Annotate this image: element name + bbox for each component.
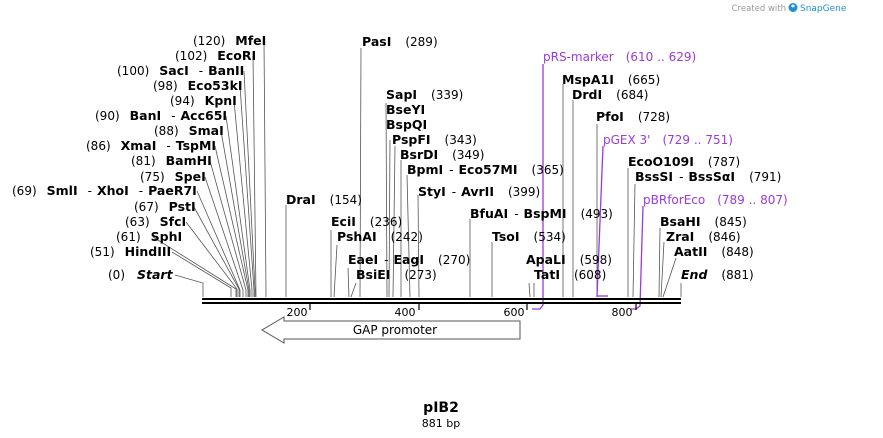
site-connectors bbox=[152, 40, 682, 298]
site-spei[interactable]: (75)SpeI bbox=[140, 169, 206, 184]
brand-text: SnapGene bbox=[800, 4, 847, 14]
plasmid-name: pIB2 bbox=[423, 400, 459, 416]
site-zrai[interactable]: ZraI(846) bbox=[666, 229, 741, 244]
site-eaei-eagi[interactable]: EaeI-EagI(270) bbox=[348, 252, 470, 267]
site-tsoi[interactable]: TsoI(534) bbox=[492, 229, 566, 244]
gap-promoter-feature[interactable] bbox=[261, 316, 521, 344]
site-saci-banii[interactable]: (100)SacI-BanII bbox=[117, 63, 244, 78]
site-bsahi[interactable]: BsaHI(845) bbox=[660, 214, 747, 229]
site-apali[interactable]: ApaLI(598) bbox=[526, 252, 612, 267]
site-bpmi-eco57mi[interactable]: BpmI-Eco57MI(365) bbox=[407, 162, 564, 177]
site-bsiei[interactable]: BsiEI(273) bbox=[356, 267, 437, 282]
site-bsrdi[interactable]: BsrDI(349) bbox=[400, 147, 484, 162]
ruler-tick-600: 600 bbox=[504, 306, 525, 319]
site-pasi[interactable]: PasI(289) bbox=[362, 34, 438, 49]
ruler bbox=[309, 303, 637, 310]
site-psti[interactable]: (67)PstI bbox=[134, 199, 196, 214]
site-smli-xhoi-paer7i[interactable]: (69)SmlI-XhoI-PaeR7I bbox=[12, 183, 197, 198]
credit-text: Created with bbox=[732, 4, 786, 14]
site-hindiii[interactable]: (51)HindIII bbox=[90, 244, 171, 259]
ruler-tick-200: 200 bbox=[287, 306, 308, 319]
site-bfuai-bspmi[interactable]: BfuAI-BspMI(493) bbox=[470, 206, 613, 221]
primer-connectors bbox=[532, 64, 644, 310]
site-xmai-tspmi[interactable]: (86)XmaI-TspMI bbox=[86, 138, 216, 153]
site-pshai[interactable]: PshAI(242) bbox=[337, 229, 423, 244]
site-end[interactable]: End(881) bbox=[681, 267, 754, 282]
site-kpni[interactable]: (94)KpnI bbox=[170, 93, 237, 108]
site-styi-avrii[interactable]: StyI-AvrII(399) bbox=[418, 184, 540, 199]
site-pfoi[interactable]: PfoI(728) bbox=[596, 109, 670, 124]
site-bani-acc65i[interactable]: (90)BanI-Acc65I bbox=[95, 108, 227, 123]
plasmid-length: 881 bp bbox=[422, 417, 460, 430]
site-sphi[interactable]: (61)SphI bbox=[116, 229, 182, 244]
gap-promoter-label: GAP promoter bbox=[353, 323, 437, 337]
site-mfei[interactable]: (120)MfeI bbox=[193, 33, 266, 48]
site-pspfi[interactable]: PspFI(343) bbox=[392, 132, 477, 147]
primer-pgex-3[interactable]: pGEX 3'(729 .. 751) bbox=[603, 133, 733, 147]
ruler-tick-400: 400 bbox=[395, 306, 416, 319]
site-sfci[interactable]: (63)SfcI bbox=[125, 214, 186, 229]
primer-prs-marker[interactable]: pRS-marker(610 .. 629) bbox=[543, 50, 696, 64]
site-mspa1i[interactable]: MspA1I(665) bbox=[562, 72, 660, 87]
site-drdi[interactable]: DrdI(684) bbox=[572, 87, 648, 102]
site-tati[interactable]: TatI(608) bbox=[534, 267, 606, 282]
site-bseyi[interactable]: BseYI bbox=[386, 102, 425, 117]
site-ecoo109i[interactable]: EcoO109I(787) bbox=[628, 154, 740, 169]
site-start[interactable]: (0)Start bbox=[108, 267, 174, 282]
site-sapi[interactable]: SapI(339) bbox=[386, 87, 463, 102]
site-bspqi[interactable]: BspQI bbox=[386, 117, 427, 132]
site-aatii[interactable]: AatII(848) bbox=[674, 244, 754, 259]
site-eco53ki[interactable]: (98)Eco53kI bbox=[153, 78, 243, 93]
site-smai[interactable]: (88)SmaI bbox=[154, 123, 224, 138]
site-bamhi[interactable]: (81)BamHI bbox=[131, 153, 212, 168]
primer-pbrforeco[interactable]: pBRforEco(789 .. 807) bbox=[643, 193, 788, 207]
ruler-tick-800: 800 bbox=[612, 306, 633, 319]
site-bsssi-bsssai[interactable]: BssSI-BssSαI(791) bbox=[635, 169, 781, 184]
site-ecii[interactable]: EciI(236) bbox=[331, 214, 402, 229]
snapgene-logo-icon bbox=[788, 3, 798, 12]
site-ecori[interactable]: (102)EcoRI bbox=[175, 48, 256, 63]
site-drai[interactable]: DraI(154) bbox=[286, 192, 362, 207]
